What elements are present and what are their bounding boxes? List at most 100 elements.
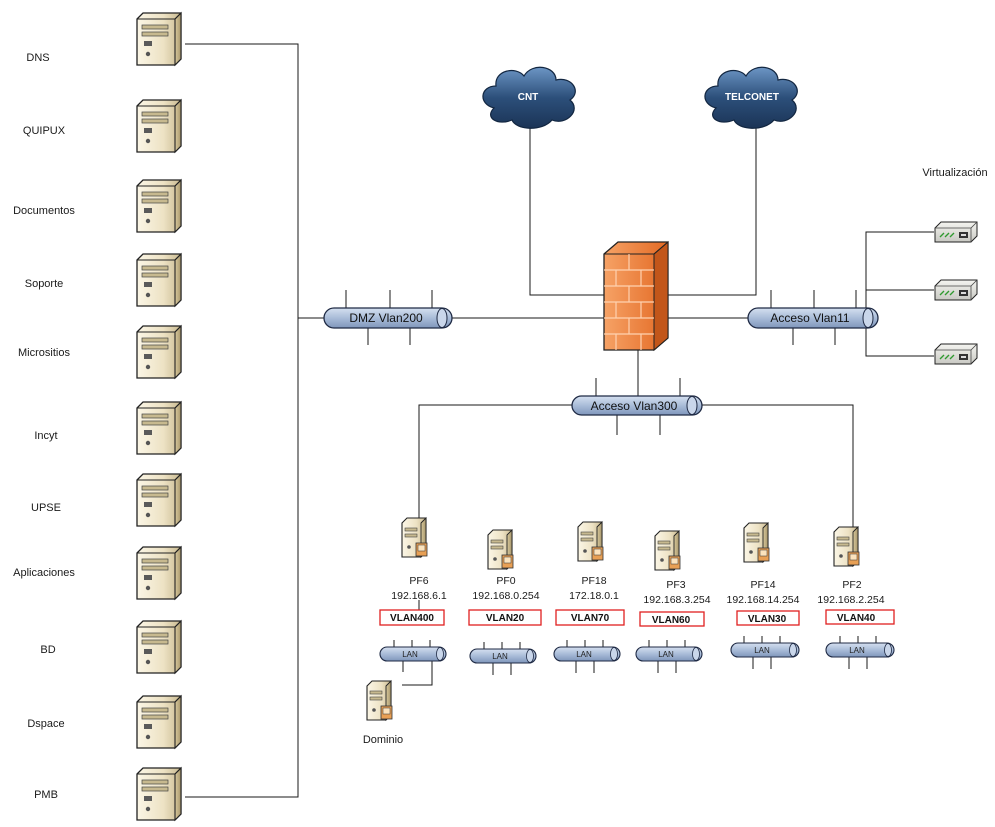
- vlan-label: VLAN20: [486, 613, 525, 624]
- pf-server-icon: [833, 526, 860, 567]
- pf-server-icon: [487, 529, 514, 570]
- server-label: Aplicaciones: [13, 567, 75, 579]
- pf-ip: 192.168.3.254: [643, 594, 710, 606]
- server-label: UPSE: [31, 502, 61, 514]
- server-label: Soporte: [25, 278, 64, 290]
- tower-server-icon: [136, 253, 182, 307]
- tower-server-icon: [136, 767, 182, 821]
- lan-label: LAN: [492, 652, 508, 661]
- lan-bus[interactable]: LAN: [379, 640, 447, 672]
- vlan-tag-box: [825, 609, 895, 625]
- pf-ip: 192.168.2.254: [817, 594, 884, 606]
- server-dns[interactable]: DNS: [26, 12, 182, 66]
- bus-ticks: [345, 290, 857, 435]
- lan-bus[interactable]: LAN: [469, 642, 537, 675]
- domain-label: Dominio: [363, 734, 403, 746]
- pf-pf3[interactable]: PF3 192.168.3.254 VLAN60 LAN: [635, 530, 711, 673]
- server-dspace[interactable]: Dspace: [27, 695, 182, 749]
- domain-server-icon: [366, 680, 393, 721]
- lan-label: LAN: [754, 646, 770, 655]
- cloud-label: TELCONET: [725, 92, 779, 103]
- bus-dmz-vlan200[interactable]: DMZ Vlan200: [323, 307, 453, 329]
- vlan-label: VLAN400: [390, 613, 434, 624]
- server-quipux[interactable]: QUIPUX: [23, 99, 182, 153]
- lan-label: LAN: [849, 646, 865, 655]
- bus-acceso-vlan11[interactable]: Acceso Vlan11: [747, 307, 879, 329]
- tower-server-icon: [136, 99, 182, 153]
- cloud-telconet[interactable]: TELCONET: [704, 66, 798, 129]
- vm-host-icon[interactable]: [934, 343, 978, 365]
- server-label: Dspace: [27, 718, 64, 730]
- server-soporte[interactable]: Soporte: [25, 253, 182, 307]
- lan-bus[interactable]: LAN: [553, 640, 621, 673]
- server-label: QUIPUX: [23, 125, 66, 137]
- lan-bus[interactable]: LAN: [635, 640, 703, 673]
- lan-bus[interactable]: LAN: [730, 636, 800, 669]
- bus-label: DMZ Vlan200: [349, 311, 423, 325]
- server-aplicaciones[interactable]: Aplicaciones: [13, 546, 182, 600]
- server-pmb[interactable]: PMB: [34, 767, 182, 821]
- pf-name: PF14: [750, 579, 775, 591]
- tower-server-icon: [136, 620, 182, 674]
- pf-pf6[interactable]: PF6 192.168.6.1 VLAN400 LAN: [379, 517, 447, 672]
- pf-name: PF3: [666, 579, 685, 591]
- virtualization-group: Virtualización: [922, 167, 988, 365]
- lan-bus[interactable]: LAN: [825, 636, 895, 669]
- server-label: Incyt: [34, 430, 57, 442]
- bus-acceso-vlan300[interactable]: Acceso Vlan300: [571, 395, 703, 416]
- pf-name: PF2: [842, 579, 861, 591]
- server-column: DNS QUIPUX Documentos Soporte Micrositio…: [13, 12, 182, 821]
- bus-label: Acceso Vlan300: [591, 399, 678, 413]
- vlan-label: VLAN40: [837, 613, 876, 624]
- lan-label: LAN: [658, 650, 674, 659]
- server-upse[interactable]: UPSE: [31, 473, 182, 527]
- cloud-cnt[interactable]: CNT: [482, 66, 576, 129]
- pf-pf0[interactable]: PF0 192.168.0.254 VLAN20 LAN: [468, 529, 542, 675]
- vm-host-icon[interactable]: [934, 279, 978, 301]
- server-bd[interactable]: BD: [40, 620, 182, 674]
- firewall[interactable]: [603, 240, 669, 352]
- server-label: PMB: [34, 789, 58, 801]
- pf-ip: 172.18.0.1: [569, 590, 619, 602]
- server-label: Documentos: [13, 205, 75, 217]
- vlan-tag-box: [639, 611, 705, 627]
- pf-server-icon: [654, 530, 681, 571]
- pf-name: PF6: [409, 575, 428, 587]
- cloud-label: CNT: [518, 92, 539, 103]
- pf-ip: 192.168.6.1: [391, 590, 447, 602]
- vlan-label: VLAN70: [571, 613, 610, 624]
- vlan-tag-box: [468, 609, 542, 626]
- cloud-icon: [482, 66, 576, 129]
- bus-label: Acceso Vlan11: [770, 311, 849, 325]
- vlan-label: VLAN60: [652, 615, 691, 626]
- pf-pf2[interactable]: PF2 192.168.2.254 VLAN40 LAN: [817, 526, 895, 669]
- tower-server-icon: [136, 473, 182, 527]
- tower-server-icon: [136, 546, 182, 600]
- tower-server-icon: [136, 12, 182, 66]
- tower-server-icon: [136, 401, 182, 455]
- server-label: BD: [40, 644, 55, 656]
- server-incyt[interactable]: Incyt: [34, 401, 182, 455]
- server-label: Micrositios: [18, 347, 70, 359]
- tower-server-icon: [136, 179, 182, 233]
- cloud-icon: [704, 66, 798, 129]
- lan-label: LAN: [576, 650, 592, 659]
- virtualization-label: Virtualización: [922, 167, 987, 179]
- server-documentos[interactable]: Documentos: [13, 179, 182, 233]
- vm-host-icon[interactable]: [934, 221, 978, 243]
- server-micrositios[interactable]: Micrositios: [18, 325, 182, 379]
- pf-server-icon: [577, 521, 604, 562]
- vlan-label: VLAN30: [748, 614, 787, 625]
- domain-server[interactable]: Dominio: [363, 680, 403, 746]
- vlan-tag-box: [736, 610, 800, 626]
- vlan-tag-box: [555, 609, 625, 626]
- vlan-tag-box: [379, 609, 445, 626]
- pf-server-icon: [401, 517, 428, 558]
- pf-ip: 192.168.0.254: [472, 590, 539, 602]
- pf-pf14[interactable]: PF14 192.168.14.254 VLAN30 LAN: [727, 522, 800, 669]
- pf-pf18[interactable]: PF18 172.18.0.1 VLAN70 LAN: [553, 521, 625, 673]
- tower-server-icon: [136, 695, 182, 749]
- pf-name: PF18: [581, 575, 606, 587]
- server-label: DNS: [26, 52, 49, 64]
